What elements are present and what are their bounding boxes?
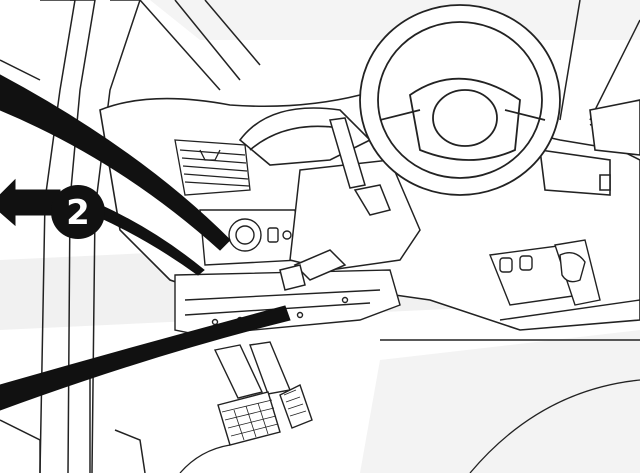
callout-label: 2 xyxy=(66,193,90,233)
floor-lines xyxy=(179,379,640,473)
pointer-arrow-lower xyxy=(0,305,291,411)
air-vent xyxy=(174,139,251,196)
pointer-arrows xyxy=(0,74,291,411)
steering-column xyxy=(279,117,421,291)
light-switch-panel xyxy=(199,209,301,266)
pedals xyxy=(213,341,313,446)
steering-wheel xyxy=(359,4,561,196)
gear-shift xyxy=(380,239,640,341)
pointer-arrow-middle xyxy=(94,204,205,276)
lower-dash-panel xyxy=(174,269,401,336)
pointer-arrow-upper xyxy=(0,74,231,251)
left-arrow-icon xyxy=(0,178,61,227)
callout-badge: 2 xyxy=(51,185,105,239)
callout-circle xyxy=(51,185,105,239)
door-frame xyxy=(0,0,146,473)
